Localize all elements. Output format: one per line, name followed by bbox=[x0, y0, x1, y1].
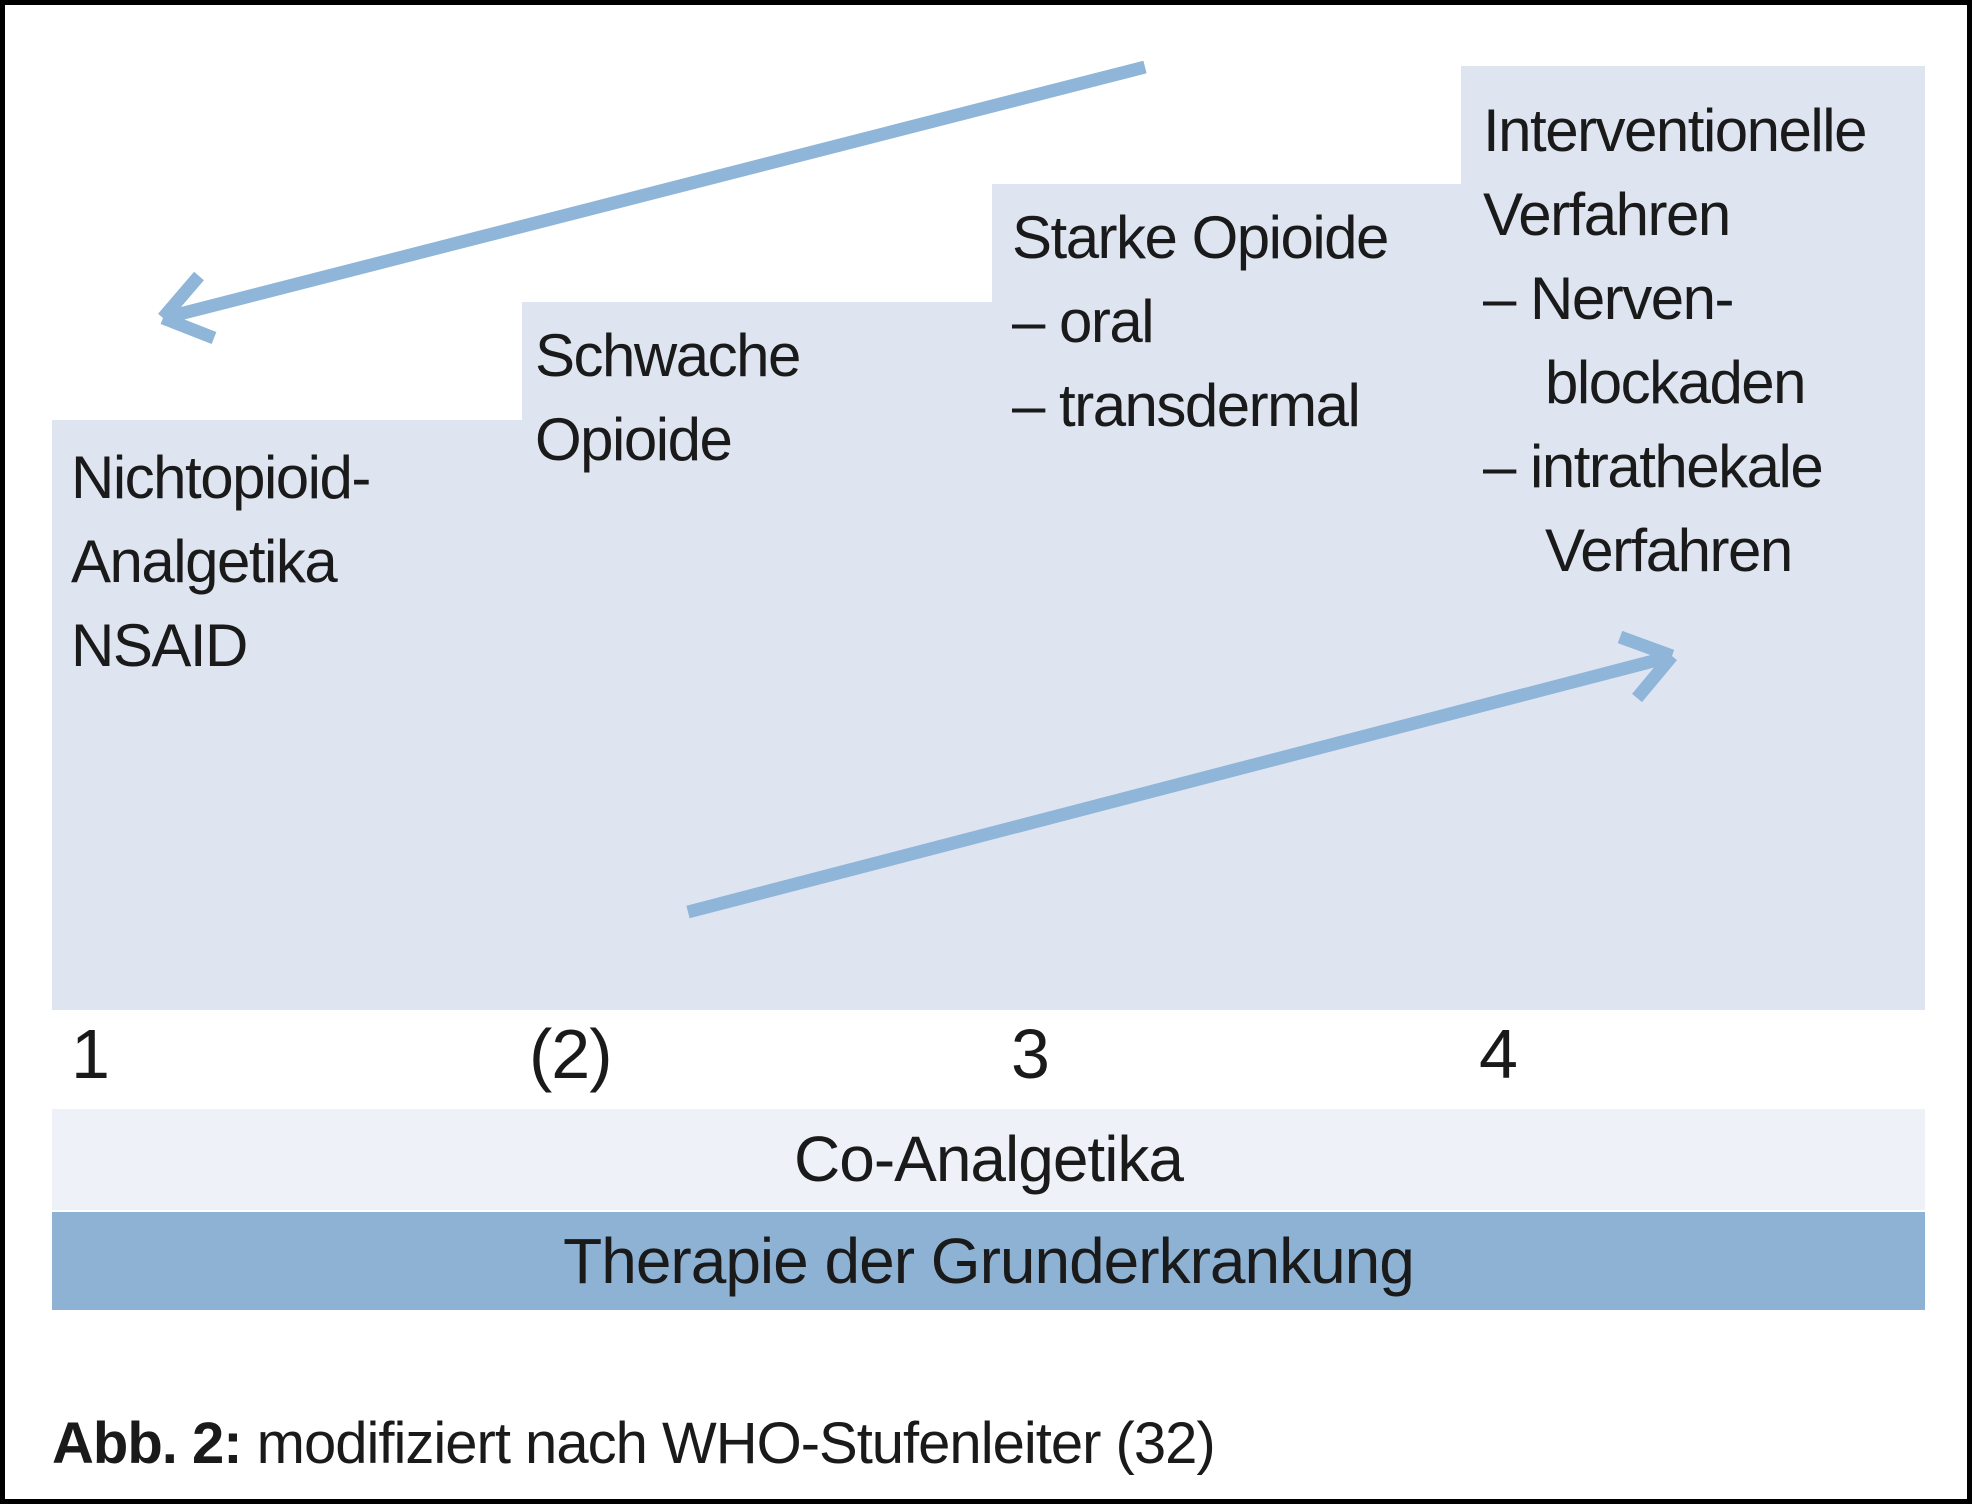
step-text-line: Starke Opioide bbox=[1012, 204, 1389, 271]
step-text-line: Interventionelle bbox=[1483, 97, 1867, 164]
step-text-line: Verfahren bbox=[1483, 181, 1731, 248]
step-4-label: Interventionelle Verfahren – Nerven- blo… bbox=[1483, 89, 1867, 593]
step-text-line: – intrathekale bbox=[1483, 433, 1824, 500]
step-1-number: 1 bbox=[71, 1015, 110, 1093]
step-text-line: Analgetika bbox=[71, 528, 338, 595]
step-text-line: Opioide bbox=[535, 406, 733, 473]
step-4-number: 4 bbox=[1479, 1015, 1518, 1093]
step-text-line: Nichtopioid- bbox=[71, 444, 371, 511]
step-3-label: Starke Opioide – oral – transdermal bbox=[1012, 196, 1389, 448]
step-text-line: – transdermal bbox=[1012, 372, 1361, 439]
step-text-line: blockaden bbox=[1545, 349, 1807, 416]
caption-text: modifiziert nach WHO-Stufenleiter (32) bbox=[241, 1411, 1216, 1476]
step-text-line: – Nerven- bbox=[1483, 265, 1734, 332]
step-2-number: (2) bbox=[529, 1015, 613, 1093]
figure-caption: Abb. 2: modifiziert nach WHO-Stufenleite… bbox=[52, 1409, 1216, 1479]
step-2-label: Schwache Opioide bbox=[535, 314, 801, 482]
caption-label: Abb. 2: bbox=[52, 1411, 243, 1476]
step-text-line: Verfahren bbox=[1545, 517, 1793, 584]
therapie-grunderkrankung-bar: Therapie der Grunderkrankung bbox=[52, 1212, 1925, 1310]
step-3-number: 3 bbox=[1011, 1015, 1050, 1093]
step-1-label: Nichtopioid- Analgetika NSAID bbox=[71, 436, 371, 688]
co-analgetika-bar: Co-Analgetika bbox=[52, 1109, 1925, 1210]
step-text-line: – oral bbox=[1012, 288, 1155, 355]
step-text-line: NSAID bbox=[71, 612, 248, 679]
step-text-line: Schwache bbox=[535, 322, 801, 389]
